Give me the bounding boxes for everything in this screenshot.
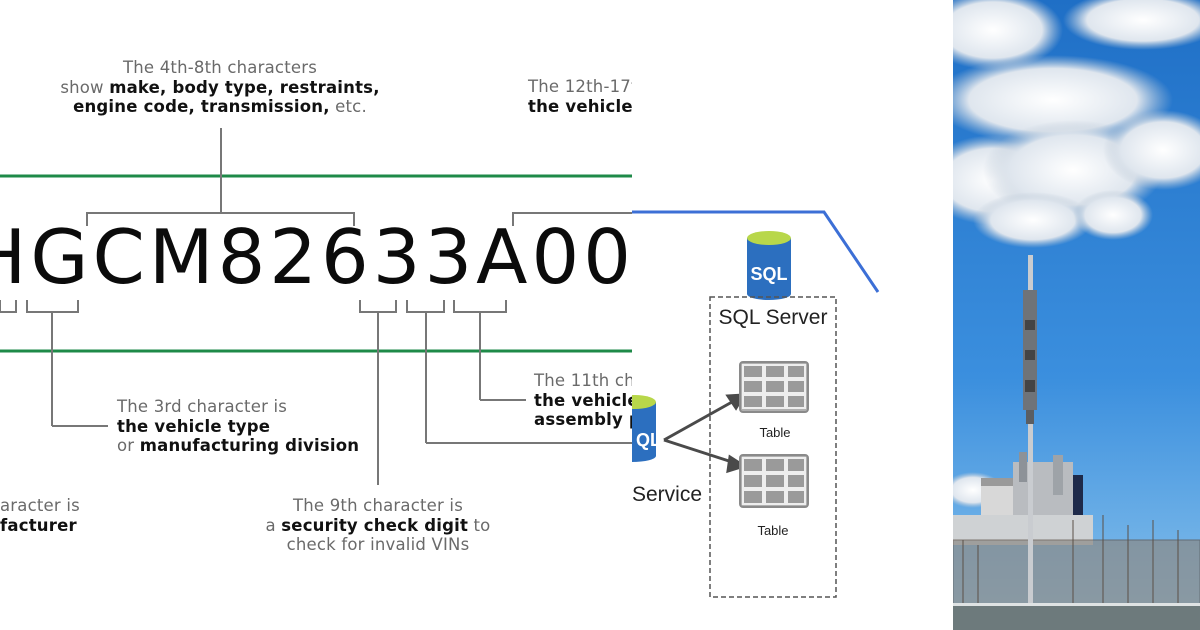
vin-characters: HGCM82633A004 [0, 213, 632, 301]
sql-server-label: SQL Server [719, 306, 828, 329]
bracket-3 [26, 300, 79, 313]
annotation-4th-8th: The 4th-8th characters show make, body t… [60, 58, 380, 116]
annotation-3rd: The 3rd character is the vehicle type or… [117, 397, 360, 455]
table-label-2: Table [757, 523, 788, 538]
bracket-12-17 [512, 212, 632, 226]
sql-db-label: SQL [750, 264, 787, 284]
annotation-9th: The 9th character is a security check di… [265, 496, 491, 554]
annotation-1st: aracter is facturer [0, 496, 80, 535]
table-label-1: Table [759, 425, 790, 440]
service-database-icon [632, 395, 656, 462]
sql-diagram: SQL QL SQL Server Service Table Table [632, 210, 880, 598]
sql-server-box [709, 296, 837, 598]
bracket-1 [0, 300, 17, 313]
sql-diagram-panel: SQL QL SQL Server Service Table Table [632, 0, 953, 630]
table-icon-2 [739, 454, 809, 508]
bracket-9 [359, 300, 397, 313]
cell-tower-photo [953, 0, 1200, 630]
arrowhead-2 [726, 454, 748, 474]
clouds [953, 0, 1200, 508]
table-icon-1 [739, 361, 809, 413]
annotation-11th: The 11th ch the vehicle assembly p [534, 371, 632, 429]
service-label: Service [632, 483, 702, 506]
annotation-12th-17th: The 12th-17t the vehicle' [528, 77, 632, 116]
vin-diagram-panel: HGCM82633A004 The 4th-8th characters sho… [0, 58, 632, 554]
trees [953, 515, 1200, 616]
photo-illustration [953, 0, 1200, 630]
blue-connector-line [632, 210, 880, 293]
arrow-to-table-2 [663, 438, 733, 464]
cell-tower [1023, 255, 1037, 607]
ground [953, 605, 1200, 630]
service-db-label: QL [636, 430, 661, 450]
bracket-11 [453, 300, 507, 313]
vin-bracket-lines [0, 128, 632, 485]
arrow-to-table-1 [663, 400, 733, 442]
bracket-10 [406, 300, 445, 313]
